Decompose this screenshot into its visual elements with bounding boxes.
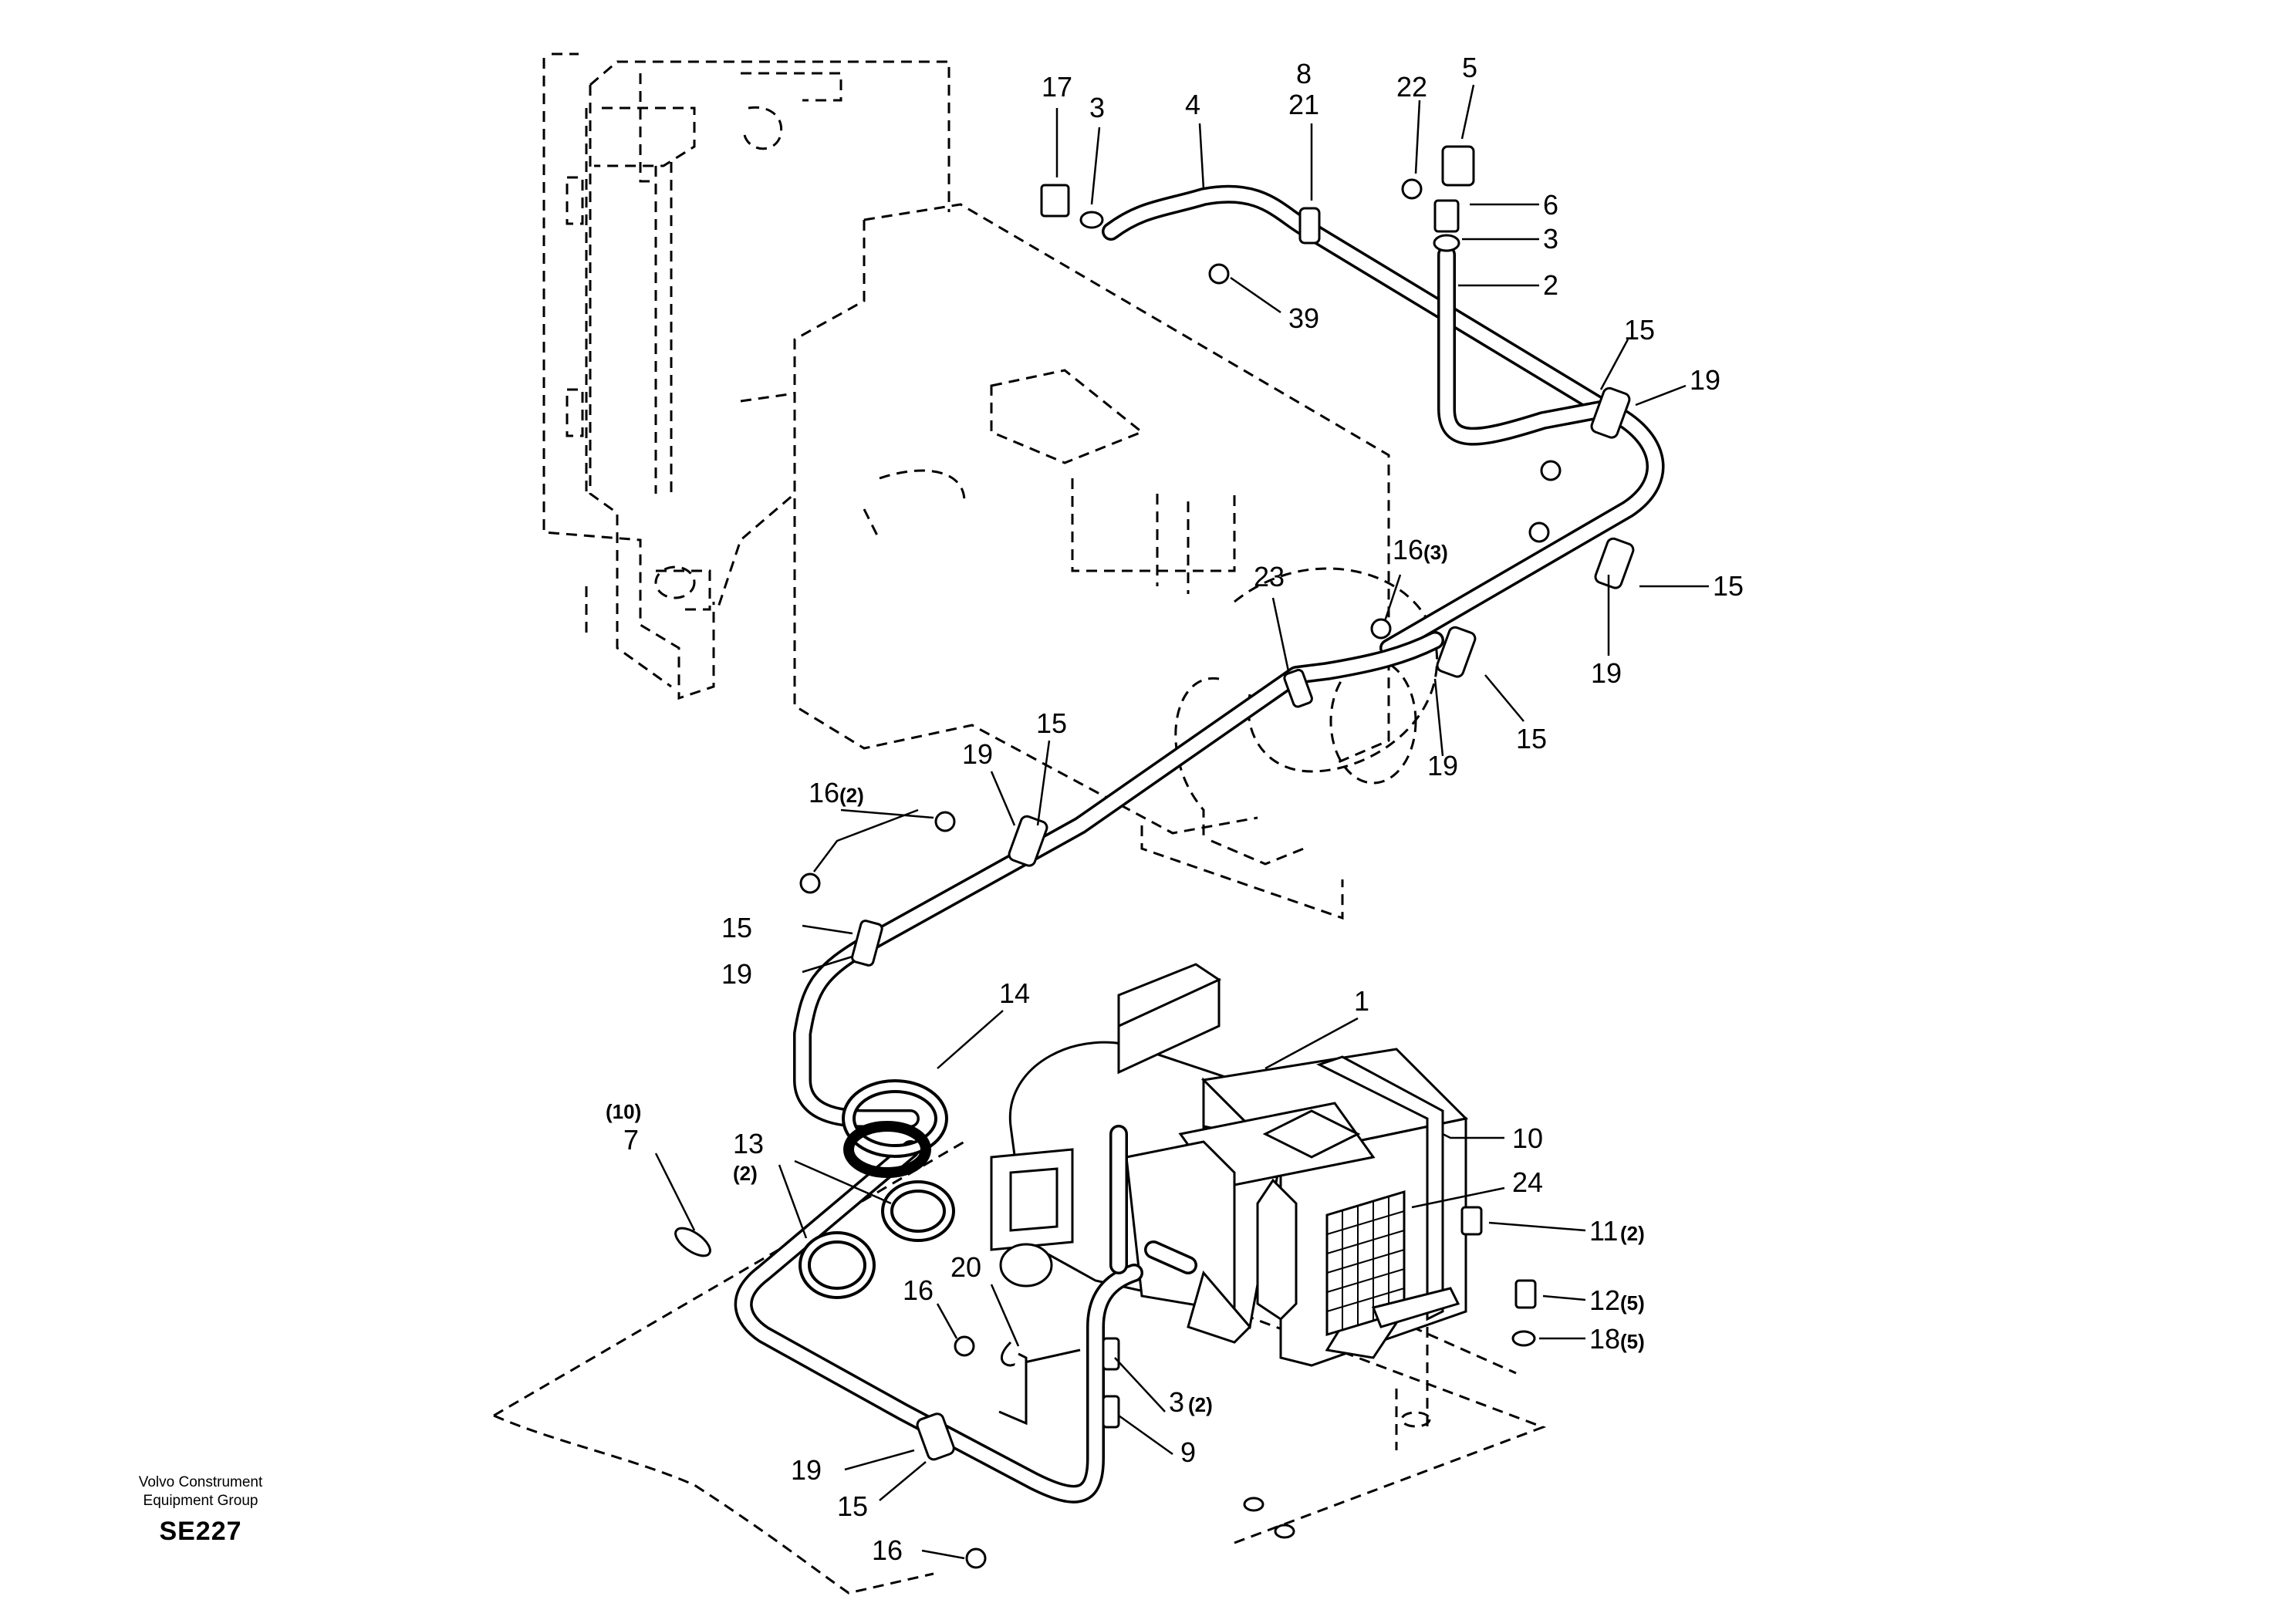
callout-15-e: 15 xyxy=(721,912,752,943)
callout-19-c: 19 xyxy=(1427,750,1458,781)
callout-12: 12 xyxy=(1589,1284,1620,1316)
callout-19-f: 19 xyxy=(791,1454,822,1486)
callout-19-a: 19 xyxy=(1690,364,1720,396)
floor-frame-outline xyxy=(493,1140,1547,1595)
callout-4: 4 xyxy=(1185,89,1200,120)
callout-labels: 17 3 4 8 21 22 5 6 3 2 39 15 19 15 19 16… xyxy=(606,52,1744,1566)
callout-13-qty: (2) xyxy=(733,1162,758,1185)
filter-grille xyxy=(1326,1197,1405,1331)
callout-17: 17 xyxy=(1042,71,1072,103)
grommet-13-upper xyxy=(881,1180,955,1242)
callout-19-b: 19 xyxy=(1591,657,1622,689)
callout-7: 7 xyxy=(623,1124,639,1156)
callout-22: 22 xyxy=(1396,71,1427,103)
engine-outline xyxy=(542,58,1438,920)
callout-15-b: 15 xyxy=(1713,570,1744,602)
callout-3-low-qty: (2) xyxy=(1188,1393,1213,1416)
drawing-code: SE227 xyxy=(159,1517,242,1546)
callout-12-qty: (5) xyxy=(1620,1291,1645,1315)
callout-15-f: 15 xyxy=(837,1490,868,1522)
drawing-footer: Volvo Construment Equipment Group SE227 xyxy=(104,1473,297,1547)
callout-8: 8 xyxy=(1296,58,1312,89)
callout-15-a: 15 xyxy=(1624,314,1655,346)
callout-3-low: 3 xyxy=(1169,1386,1184,1418)
callout-14: 14 xyxy=(999,977,1030,1009)
callout-24: 24 xyxy=(1512,1166,1543,1198)
callout-3-top: 3 xyxy=(1089,92,1105,123)
callout-11: 11 xyxy=(1589,1215,1618,1247)
callout-18-qty: (5) xyxy=(1620,1330,1645,1353)
heater-unit xyxy=(990,963,1469,1367)
callout-13: 13 xyxy=(733,1128,764,1159)
callout-16-f: 16 xyxy=(903,1274,934,1306)
callout-2: 2 xyxy=(1543,269,1558,301)
callout-23: 23 xyxy=(1254,561,1285,592)
callout-7-qty: (10) xyxy=(606,1100,641,1123)
callout-10: 10 xyxy=(1512,1122,1543,1154)
fittings xyxy=(674,145,1562,1569)
callout-16-2: 16 xyxy=(809,777,839,808)
company-name-line1: Volvo Construment xyxy=(138,1474,263,1490)
callout-6: 6 xyxy=(1543,189,1558,221)
callout-1: 1 xyxy=(1354,985,1369,1017)
callout-16-3-qty: (3) xyxy=(1423,541,1448,564)
callout-15-c: 15 xyxy=(1516,723,1547,754)
callout-20: 20 xyxy=(950,1251,981,1283)
callout-18: 18 xyxy=(1589,1323,1620,1355)
radiator-frame-outline xyxy=(552,52,842,494)
callout-39: 39 xyxy=(1288,302,1319,334)
hose-clamps xyxy=(851,207,1635,1461)
callout-15-d: 15 xyxy=(1036,707,1067,739)
callout-16-g: 16 xyxy=(872,1534,903,1566)
main-hose-run xyxy=(793,631,1444,1128)
grommet-13-lower xyxy=(799,1231,876,1299)
callout-19-e: 19 xyxy=(721,958,752,990)
callout-5: 5 xyxy=(1462,52,1477,83)
callout-16-3: 16 xyxy=(1393,534,1423,565)
upper-hose-2 xyxy=(1437,245,1614,446)
upper-hose-4 xyxy=(1102,184,1665,657)
grommet-14 xyxy=(842,1079,948,1178)
callout-11-qty: (2) xyxy=(1620,1222,1645,1245)
callout-9: 9 xyxy=(1180,1436,1196,1468)
callout-21: 21 xyxy=(1288,89,1319,120)
callout-19-d: 19 xyxy=(962,738,993,770)
callout-3-mid: 3 xyxy=(1543,223,1558,255)
callout-16-2-qty: (2) xyxy=(839,784,864,807)
lower-hose-run xyxy=(734,1125,1197,1504)
company-name-line2: Equipment Group xyxy=(143,1493,258,1509)
leader-lines xyxy=(654,84,1709,1560)
